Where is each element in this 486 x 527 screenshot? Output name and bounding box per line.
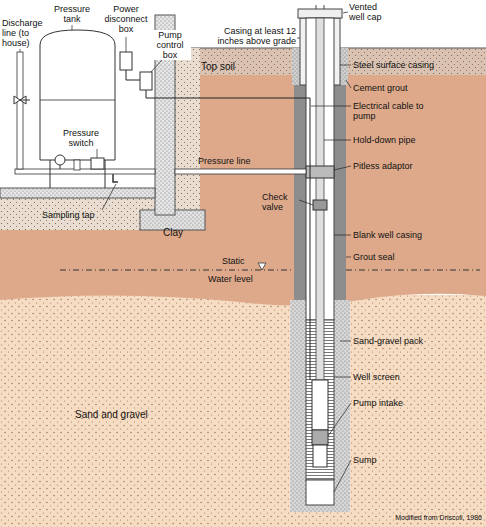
soil-layer-band: Top soil <box>198 54 240 70</box>
layer-name: Clay <box>163 227 183 239</box>
part-label: Pressure line <box>198 156 278 166</box>
part-label: Blank well casing <box>353 230 473 240</box>
part-label: Electrical cable to pump <box>353 101 425 121</box>
part-label: Cement grout <box>353 83 473 93</box>
part-label: Static <box>222 256 258 266</box>
part-label: Pressure tank <box>50 4 94 24</box>
part-label: Check valve <box>262 192 300 212</box>
part-label: Sampling tap <box>42 210 112 220</box>
part-label: Water level <box>208 274 278 284</box>
part-label: Pump control box <box>149 30 191 60</box>
part-label: Steel surface casing <box>353 60 473 70</box>
soil-layer-band: Clay <box>160 220 189 236</box>
part-label: Sand-gravel pack <box>353 336 473 346</box>
part-label: Discharge line (to house) <box>2 18 50 48</box>
part-label: Power disconnect box <box>100 4 152 34</box>
part-label: Well screen <box>353 372 473 382</box>
part-label: Sump <box>353 455 473 465</box>
part-label: Pressure switch <box>58 128 104 148</box>
soil-layer-band: Sand and gravel <box>72 402 153 418</box>
layer-name: Sand and gravel <box>75 409 148 421</box>
part-label: Pump intake <box>353 398 473 408</box>
layer-name: Top soil <box>201 61 235 73</box>
part-label: Casing at least 12 inches above grade <box>200 26 296 46</box>
part-label: Hold-down pipe <box>353 135 473 145</box>
part-label: Grout seal <box>353 252 473 262</box>
part-label: Modified from Driscoll, 1986 <box>372 514 482 522</box>
part-label: Pitless adaptor <box>353 161 413 171</box>
part-label: Vented well cap <box>349 2 393 22</box>
